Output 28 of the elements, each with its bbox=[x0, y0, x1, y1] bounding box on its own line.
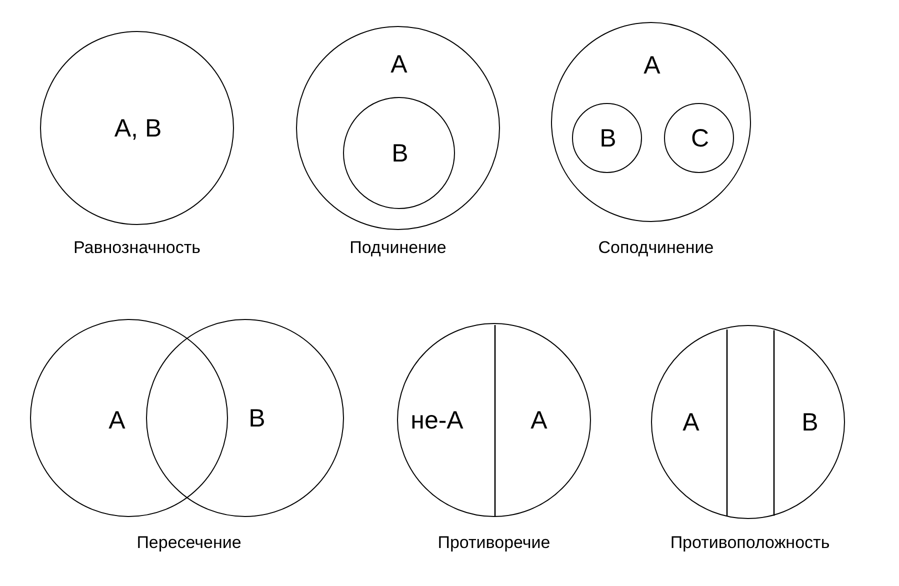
set-label: B bbox=[392, 142, 408, 166]
circle bbox=[343, 97, 455, 209]
set-label: A bbox=[530, 408, 548, 434]
relation-caption: Соподчинение bbox=[598, 238, 714, 258]
set-label: A bbox=[682, 410, 700, 436]
set-label: A bbox=[108, 408, 126, 434]
set-label: B bbox=[600, 126, 616, 152]
circle bbox=[664, 103, 734, 173]
relation-caption: Равнозначность bbox=[73, 238, 201, 258]
relation-caption: Противоречие bbox=[438, 533, 550, 554]
circle bbox=[572, 103, 642, 173]
set-label: C bbox=[690, 126, 710, 152]
circle bbox=[296, 26, 500, 230]
set-label: не-A bbox=[410, 408, 464, 434]
relation-caption: Противоположность bbox=[670, 533, 830, 554]
set-label: A bbox=[390, 52, 408, 78]
circle bbox=[551, 22, 751, 222]
circle bbox=[651, 325, 845, 519]
circle bbox=[397, 323, 591, 517]
circle bbox=[40, 31, 234, 225]
circle bbox=[146, 319, 344, 517]
circle bbox=[30, 319, 228, 517]
relation-caption: Пересечение bbox=[136, 533, 242, 554]
set-label: A, B bbox=[114, 116, 162, 142]
set-label: A bbox=[644, 54, 660, 78]
relation-caption: Подчинение bbox=[350, 238, 446, 258]
set-label: B bbox=[248, 406, 266, 432]
set-label: B bbox=[802, 410, 818, 436]
